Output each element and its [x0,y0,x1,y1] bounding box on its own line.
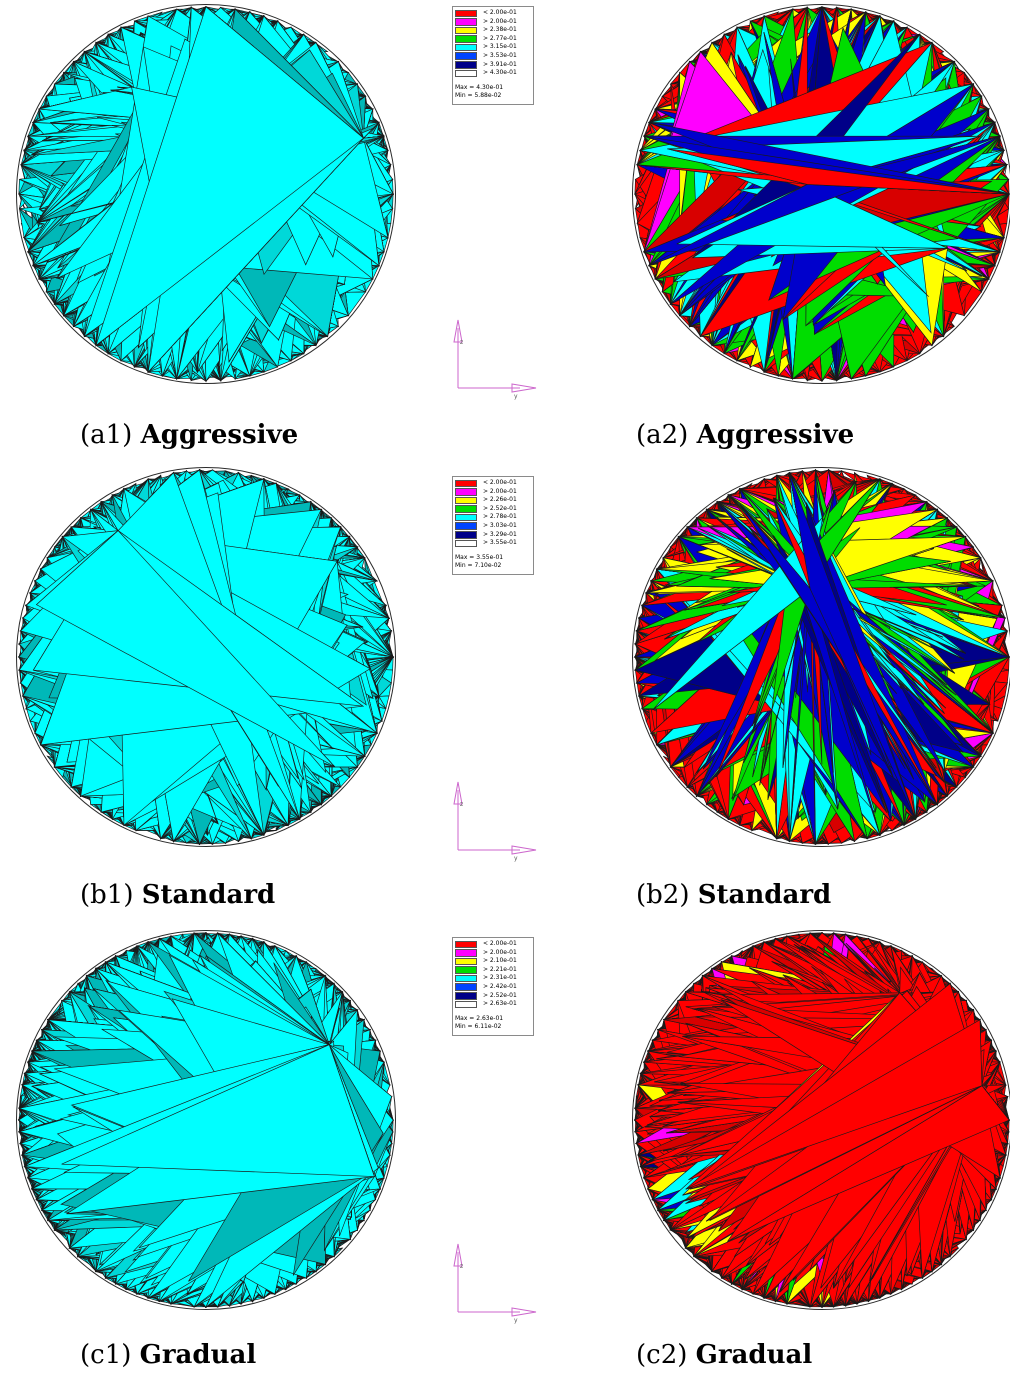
mesh-disk-a1 [16,4,396,384]
